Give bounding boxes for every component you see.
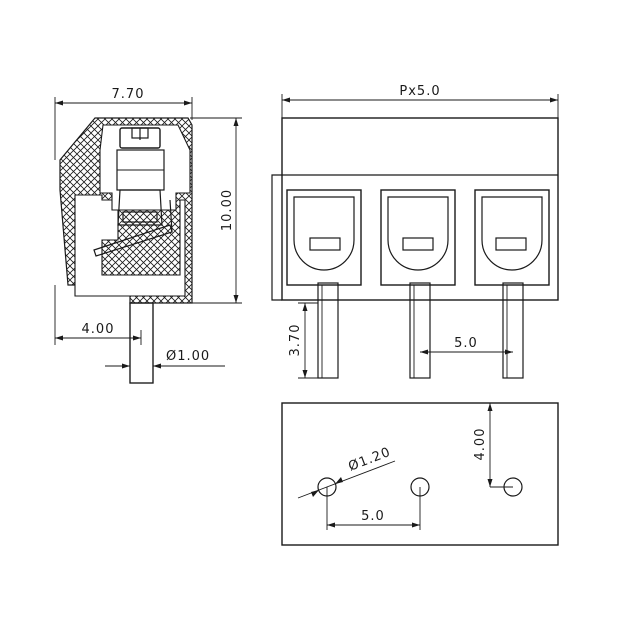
arrow-head — [233, 118, 239, 126]
arrow-head — [335, 477, 343, 484]
terminal-cell-1 — [286, 189, 362, 286]
side-width-label: 7.70 — [112, 87, 145, 102]
arrow-head — [311, 490, 319, 497]
side-view: 7.70 10.00 4.00 — [54, 87, 242, 384]
footprint-outline — [281, 402, 559, 546]
arrow-head — [487, 479, 493, 487]
screw-cavity — [99, 124, 191, 211]
height-label: 10.00 — [220, 189, 235, 231]
front-left-lip — [271, 174, 282, 301]
clamp-jaw — [122, 211, 158, 223]
pitch-total-label: Px5.0 — [399, 84, 440, 99]
arrow-head — [420, 349, 428, 355]
arrow-head — [505, 349, 513, 355]
arrow-head — [133, 335, 141, 341]
front-pin-2 — [409, 282, 431, 379]
front-pin-3 — [502, 282, 524, 379]
arrow-head — [412, 522, 420, 528]
arrow-head — [327, 522, 335, 528]
arrow-head — [153, 363, 161, 369]
hole-spacing-label: 5.0 — [361, 509, 385, 524]
arrow-head — [302, 303, 308, 311]
arrow-head — [487, 403, 493, 411]
arrow-head — [55, 100, 63, 106]
pin-diameter-label: Ø1.00 — [166, 349, 210, 364]
hole-offset-label: 4.00 — [473, 428, 488, 461]
front-housing — [281, 117, 559, 301]
arrow-head — [122, 363, 130, 369]
pin-offset-label: 4.00 — [82, 322, 115, 337]
clamp — [117, 189, 163, 226]
arrow-head — [233, 295, 239, 303]
housing-cavity — [74, 194, 186, 297]
wire-plate-edge — [169, 199, 173, 233]
front-view: Px5.0 3.7 — [271, 84, 559, 379]
side-pin — [129, 302, 154, 384]
arrow-head — [550, 97, 558, 103]
arrow-head — [282, 97, 290, 103]
arrow-head — [55, 335, 63, 341]
arrow-head — [184, 100, 192, 106]
terminal-cell-2 — [380, 189, 456, 286]
arrow-head — [302, 370, 308, 378]
terminal-cell-3 — [474, 189, 550, 286]
pcb-footprint: Ø1.20 5.0 4.00 — [281, 402, 559, 546]
front-pin-1 — [317, 282, 339, 379]
pin-length-label: 3.70 — [288, 324, 303, 357]
screw-slot-box — [131, 127, 149, 139]
pin-spacing-label: 5.0 — [454, 336, 478, 351]
